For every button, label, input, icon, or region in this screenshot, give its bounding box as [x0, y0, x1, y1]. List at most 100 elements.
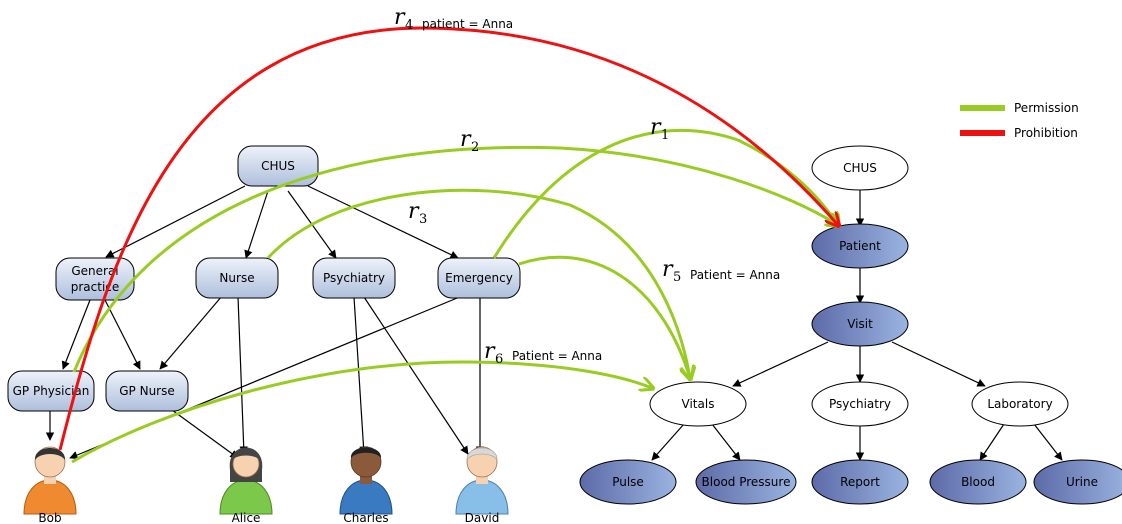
- rule-arrows: [58, 26, 838, 464]
- record-node-visit-label: Visit: [847, 317, 873, 331]
- rule-r5-index: 5: [673, 270, 681, 285]
- rule-r2-index: 2: [471, 140, 479, 155]
- org-node-general-practice-label-2: practice: [71, 280, 120, 294]
- rule-r3-index: 3: [419, 212, 427, 227]
- record-tree-edges: [651, 190, 1063, 461]
- edge-visit-laboratory: [891, 341, 986, 387]
- edge-chus-general-practice: [105, 185, 246, 258]
- rule-r3-label: r 3: [408, 199, 427, 227]
- record-node-blood-pressure-label: Blood Pressure: [702, 475, 791, 489]
- org-node-chus[interactable]: CHUS: [237, 145, 319, 187]
- edge-psychiatry-david: [363, 296, 469, 455]
- org-node-psychiatry-label: Psychiatry: [323, 271, 385, 285]
- org-node-gp-physician-label: GP Physician: [13, 384, 90, 398]
- person-david-name: David: [465, 511, 500, 524]
- rule-labels: r 1 r 2 r 3 r 4 patient = Anna r 5 Patie…: [394, 5, 780, 367]
- rule-r5-base: r: [662, 257, 674, 282]
- record-node-chus-label: CHUS: [843, 161, 877, 175]
- record-node-report-label: Report: [840, 475, 880, 489]
- rule-r4-label: r 4 patient = Anna: [394, 5, 513, 33]
- org-tree-edges: [45, 185, 485, 459]
- rule-r4-index: 4: [405, 18, 413, 33]
- edge-vitals-blood-pressure: [711, 423, 741, 461]
- person-david[interactable]: David: [455, 446, 509, 524]
- record-node-vitals-label: Vitals: [682, 397, 715, 411]
- rule-r1-arrow[interactable]: [492, 128, 838, 259]
- rule-r6-condition: Patient = Anna: [512, 349, 602, 363]
- rule-r6-index: 6: [495, 352, 503, 367]
- record-node-pulse[interactable]: Pulse: [579, 459, 677, 505]
- rule-r2-label: r 2: [460, 127, 479, 155]
- rule-r2-base: r: [460, 127, 472, 152]
- org-node-emergency[interactable]: Emergency: [437, 257, 521, 299]
- person-charles-name: Charles: [343, 511, 388, 524]
- person-david-icon: [455, 446, 509, 515]
- record-node-patient-label: Patient: [839, 239, 881, 253]
- rule-r4-condition: patient = Anna: [422, 17, 513, 31]
- record-node-blood-label: Blood: [961, 475, 995, 489]
- rule-r3-arrow[interactable]: [266, 188, 690, 378]
- edge-laboratory-blood: [979, 423, 1005, 461]
- record-node-patient[interactable]: Patient: [811, 223, 909, 269]
- edge-nurse-gp-nurse: [159, 295, 223, 370]
- org-node-nurse-label: Nurse: [219, 271, 254, 285]
- record-node-psychiatry[interactable]: Psychiatry: [811, 381, 909, 427]
- person-alice-icon: [219, 447, 273, 515]
- edge-psychiatry-charles: [353, 296, 368, 455]
- record-node-report[interactable]: Report: [811, 459, 909, 505]
- person-charles[interactable]: Charles: [339, 446, 393, 524]
- edge-general-practice-gp-nurse: [104, 299, 141, 370]
- person-bob[interactable]: Bob: [23, 446, 77, 524]
- org-node-psychiatry[interactable]: Psychiatry: [312, 257, 396, 299]
- person-alice-name: Alice: [232, 511, 261, 524]
- rule-r5-arrow[interactable]: [518, 255, 690, 378]
- edge-chus-emergency: [307, 185, 459, 259]
- rule-r4-base: r: [394, 5, 406, 30]
- record-node-urine-label: Urine: [1066, 475, 1098, 489]
- rule-r4-arrow[interactable]: [58, 26, 838, 451]
- edge-visit-vitals: [732, 341, 829, 387]
- org-tree-nodes: CHUS General practice Nurse Psychiatry E…: [7, 145, 521, 412]
- record-node-psychiatry-label: Psychiatry: [829, 397, 891, 411]
- rule-r6-label: r 6 Patient = Anna: [484, 339, 602, 367]
- record-tree-nodes: CHUS Patient Visit Vitals Psychiatry Lab…: [579, 145, 1122, 505]
- legend-permission-swatch: [960, 105, 1005, 111]
- legend-permission-label: Permission: [1014, 101, 1079, 115]
- record-node-laboratory-label: Laboratory: [987, 397, 1052, 411]
- legend-prohibition-label: Prohibition: [1014, 126, 1078, 140]
- record-node-blood[interactable]: Blood: [929, 459, 1027, 505]
- person-bob-icon: [23, 446, 77, 515]
- person-alice[interactable]: Alice: [219, 447, 273, 524]
- rule-r5-condition: Patient = Anna: [690, 268, 780, 282]
- edge-chus-nurse: [244, 190, 269, 259]
- rule-r6-base: r: [484, 339, 496, 364]
- record-node-laboratory[interactable]: Laboratory: [971, 381, 1069, 427]
- edge-vitals-pulse: [651, 423, 685, 461]
- edge-gp-nurse-alice: [171, 409, 239, 459]
- record-node-visit[interactable]: Visit: [811, 301, 909, 347]
- rule-r5-label: r 5 Patient = Anna: [662, 257, 780, 285]
- rule-r1-base: r: [650, 115, 662, 140]
- edge-nurse-alice: [237, 296, 248, 455]
- person-bob-name: Bob: [38, 511, 61, 524]
- org-node-chus-label: CHUS: [261, 159, 295, 173]
- rule-r2-arrow[interactable]: [72, 145, 838, 373]
- person-charles-icon: [339, 446, 393, 515]
- rule-r1-index: 1: [661, 128, 669, 143]
- record-node-vitals[interactable]: Vitals: [649, 381, 747, 427]
- org-node-gp-physician[interactable]: GP Physician: [7, 370, 95, 412]
- org-node-emergency-label: Emergency: [445, 271, 513, 285]
- record-node-chus[interactable]: CHUS: [811, 145, 909, 191]
- legend-prohibition-swatch: [960, 130, 1005, 136]
- rule-r6-arrow[interactable]: [71, 360, 652, 464]
- org-node-nurse[interactable]: Nurse: [195, 257, 279, 299]
- record-node-urine[interactable]: Urine: [1033, 459, 1122, 505]
- people: Bob Alice Charles: [23, 446, 509, 524]
- record-node-pulse-label: Pulse: [612, 475, 644, 489]
- legend: Permission Prohibition: [960, 101, 1079, 140]
- rule-r3-base: r: [408, 199, 420, 224]
- record-node-blood-pressure[interactable]: Blood Pressure: [695, 459, 797, 505]
- edge-laboratory-urine: [1033, 423, 1063, 461]
- org-node-gp-nurse[interactable]: GP Nurse: [105, 370, 189, 412]
